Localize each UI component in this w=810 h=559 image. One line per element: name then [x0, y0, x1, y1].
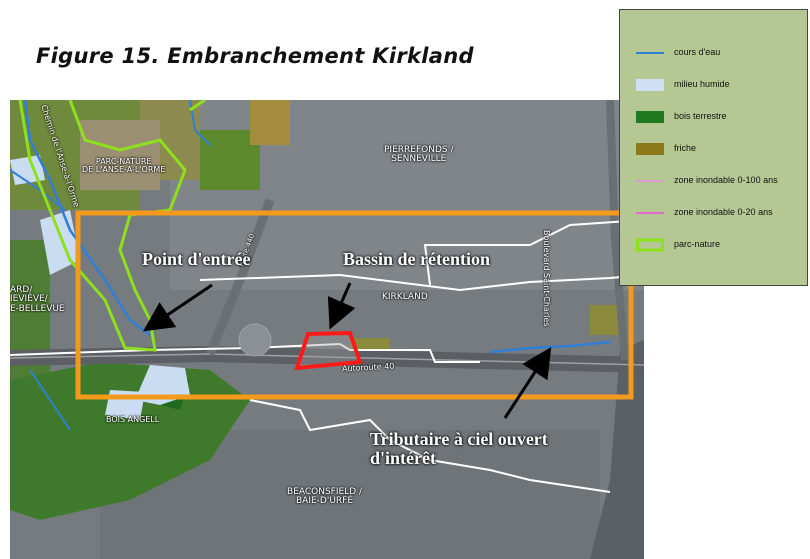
flood-100-line-icon	[636, 180, 664, 182]
legend-label: milieu humide	[674, 79, 730, 89]
legend-label: cours d'eau	[674, 47, 721, 57]
forest-w	[10, 240, 50, 390]
legend-item-milieu-humide: milieu humide	[620, 77, 809, 93]
arrow-point-entree	[143, 283, 213, 332]
parc-nature-boundary	[18, 100, 187, 352]
boundary-mid	[339, 343, 480, 363]
callout-bassin-retention: Bassin de rétention	[343, 249, 491, 269]
label-kirkland: KIRKLAND	[382, 292, 428, 302]
river-tributary-w	[10, 169, 66, 211]
legend-item-friche: friche	[620, 141, 809, 157]
label-beaconsfield: BEACONSFIELD / BAIE-D'URFÉ	[287, 487, 363, 507]
parc-nature-edge	[189, 100, 206, 112]
legend-label: zone inondable 0-20 ans	[674, 207, 773, 217]
river-south	[29, 369, 71, 431]
legend-label: bois terrestre	[674, 111, 727, 121]
label-parc-nature: PARC-NATURE DE L'ANSE-A-L'ORME	[82, 157, 166, 175]
legend-item-cours-eau: cours d'eau	[620, 45, 809, 61]
study-area-outline	[75, 210, 634, 400]
callout-point-entree: Point d'entrée	[142, 249, 251, 269]
arrow-tributaire	[503, 346, 552, 419]
route-440	[205, 198, 275, 356]
map-view[interactable]: PIERREFONDS / SENNEVILLE PARC-NATURE DE …	[10, 100, 644, 559]
label-ste-genevieve: ARD/ IEVIÈVE/ E-BELLEVUE	[10, 285, 65, 314]
callout-tributaire-line1: Tributaire à ciel ouvert	[370, 429, 548, 449]
legend-item-bois-terrestre: bois terrestre	[620, 109, 809, 125]
friche-swatch-icon	[636, 143, 664, 155]
callout-tributaire-line2: d'intérêt	[370, 447, 436, 468]
arrow-bassin	[327, 282, 356, 330]
legend-item-zone-20: zone inondable 0-20 ans	[620, 205, 809, 221]
legend-label: friche	[674, 143, 697, 153]
river-west	[23, 100, 151, 336]
legend-item-zone-100: zone inondable 0-100 ans	[620, 173, 809, 189]
bois-angell-forest	[10, 362, 250, 520]
callout-tributaire: Tributaire à ciel ouvert d'intérêt	[370, 430, 548, 468]
retention-basin-outline	[294, 330, 363, 371]
boulevard-saint-charles	[606, 100, 629, 361]
label-boulevard-saint-charles: Boulevard Saint-Charles	[542, 230, 551, 327]
friche-east	[590, 305, 620, 335]
friche-n	[250, 100, 290, 145]
legend-item-parc-nature: parc-nature	[620, 237, 809, 253]
map-canvas	[10, 100, 644, 559]
water-line-icon	[636, 52, 664, 54]
forest-swatch-icon	[636, 111, 664, 123]
legend-label: parc-nature	[674, 239, 721, 249]
wetland-swatch-icon	[636, 79, 664, 91]
flood-20-line-icon	[636, 212, 664, 214]
park-outline-icon	[636, 238, 664, 252]
boundary-ne	[423, 219, 644, 286]
figure-title: Figure 15. Embranchement Kirkland	[36, 44, 474, 68]
boundary-beaconsfield	[249, 399, 611, 493]
legend-label: zone inondable 0-100 ans	[674, 175, 778, 185]
boundary-north	[199, 273, 644, 292]
map-legend: cours d'eau milieu humide bois terrestre…	[619, 9, 808, 286]
label-pierrefonds: PIERREFONDS / SENNEVILLE	[384, 145, 454, 165]
label-bois-angell: BOIS ANGELL	[106, 415, 160, 424]
round-structure	[238, 323, 272, 357]
parc-field	[80, 120, 160, 190]
